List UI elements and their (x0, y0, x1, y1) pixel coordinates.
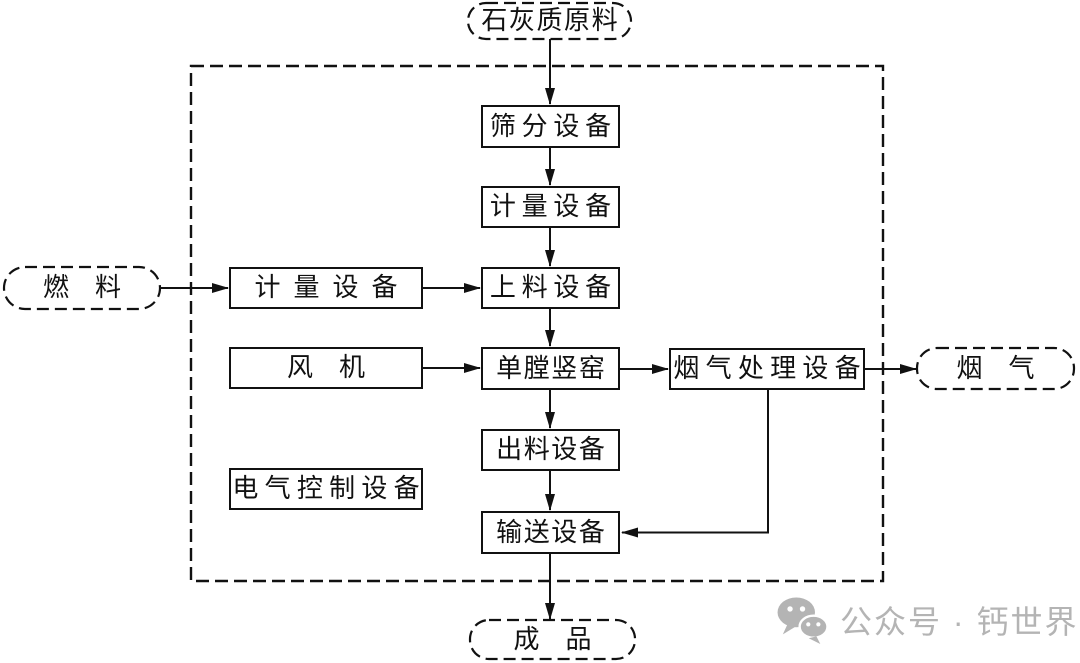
node-metering-left: 计量设备 (229, 267, 423, 309)
node-raw-material: 石灰质原料 (468, 3, 631, 39)
node-flue-gas-treatment-label: 烟气处理设备 (673, 354, 867, 383)
watermark: 公众号 · 钙世界 (776, 596, 1078, 644)
node-metering-center: 计量设备 (481, 186, 620, 228)
node-flue-gas-treatment: 烟气处理设备 (669, 348, 865, 390)
node-screening: 筛分设备 (481, 105, 620, 148)
node-kiln-label: 单膛竖窑 (496, 353, 607, 383)
node-conveying: 输送设备 (481, 511, 620, 554)
watermark-text: 公众号 · 钙世界 (840, 604, 1079, 640)
node-feeding: 上料设备 (481, 267, 620, 309)
node-product-label: 成 品 (513, 624, 592, 654)
node-raw-material-label: 石灰质原料 (481, 6, 620, 35)
arrow-treatment-to-conveying (621, 390, 769, 538)
node-fuel: 燃 料 (4, 267, 160, 309)
node-flue-gas: 烟 气 (917, 348, 1074, 389)
node-fuel-label: 燃 料 (42, 273, 121, 302)
node-fan-label: 风 机 (286, 353, 365, 382)
node-electrical-control: 电气控制设备 (229, 468, 423, 510)
node-feeding-label: 上料设备 (489, 273, 617, 302)
node-product: 成 品 (470, 620, 635, 659)
node-fan: 风 机 (229, 347, 423, 389)
node-screening-label: 筛分设备 (489, 111, 617, 141)
node-kiln: 单膛竖窑 (481, 347, 620, 390)
node-metering-left-label: 计量设备 (254, 273, 411, 302)
node-electrical-control-label: 电气控制设备 (232, 474, 426, 503)
node-conveying-label: 输送设备 (496, 517, 607, 547)
node-metering-center-label: 计量设备 (489, 192, 617, 221)
wechat-icon (777, 597, 829, 644)
node-flue-gas-label: 烟 气 (956, 353, 1035, 383)
node-discharge: 出料设备 (481, 429, 620, 471)
node-discharge-label: 出料设备 (496, 435, 607, 464)
